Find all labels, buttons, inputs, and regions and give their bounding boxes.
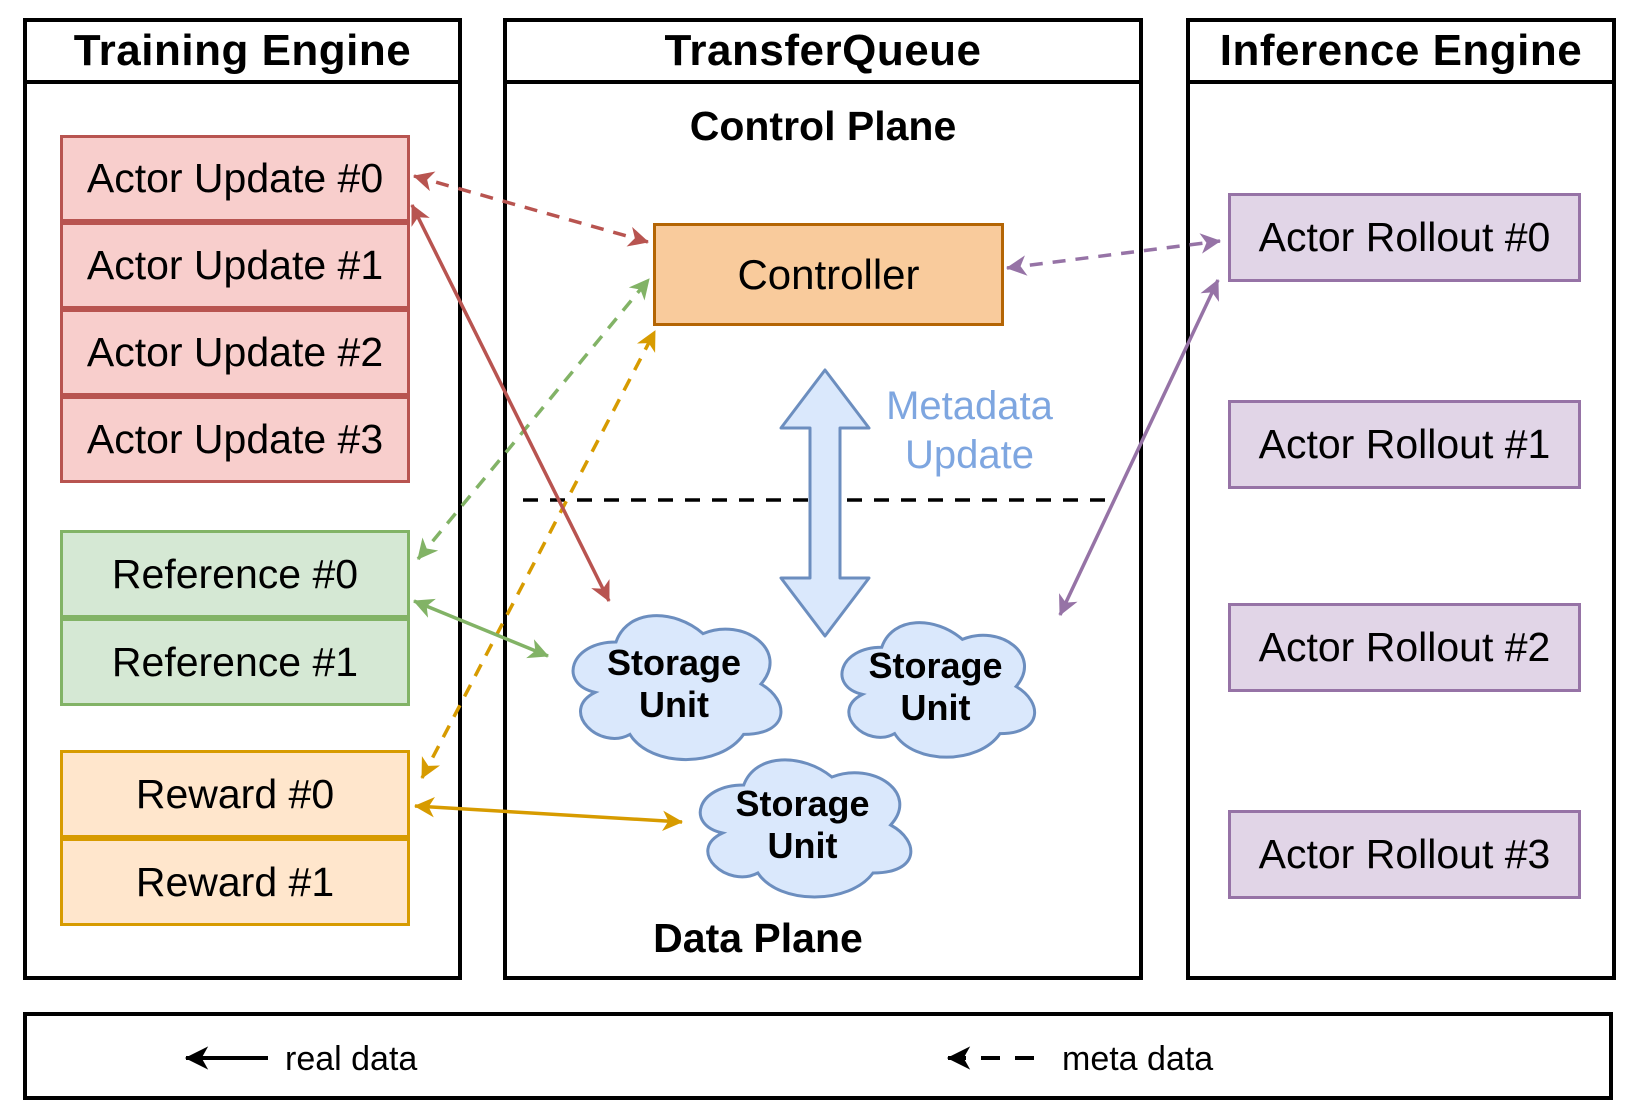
box-reference-1: Reference #1 (60, 618, 410, 706)
box-actor-rollout-2: Actor Rollout #2 (1228, 603, 1581, 692)
storage-unit-cloud-right: Storage Unit (828, 608, 1043, 765)
box-reward-0: Reward #0 (60, 750, 410, 838)
reference-0-label: Reference #0 (111, 550, 359, 597)
storage-unit-bottom-label: Storage Unit (685, 745, 920, 905)
actor-rollout-3-label: Actor Rollout #3 (1258, 831, 1551, 877)
data-plane-label: Data Plane (653, 915, 863, 961)
storage-unit-cloud-bottom: Storage Unit (685, 745, 920, 905)
legend-meta-data-label: meta data (1062, 1040, 1214, 1078)
legend-box (23, 1012, 1613, 1100)
actor-rollout-0-label: Actor Rollout #0 (1258, 214, 1551, 260)
reference-1-label: Reference #1 (111, 638, 359, 685)
cloud-shape-icon (828, 608, 1043, 765)
metadata-update-label-line2: Update (905, 433, 1034, 477)
cloud-shape-icon (685, 745, 920, 905)
training-engine-title: Training Engine (27, 22, 458, 84)
storage-label-line2: Unit (900, 686, 971, 728)
storage-label-line2: Unit (639, 684, 709, 725)
box-reference-0: Reference #0 (60, 530, 410, 618)
controller-label: Controller (737, 250, 920, 298)
storage-label-line1: Storage (868, 644, 1003, 686)
metadata-update-label: Metadata Update (862, 382, 1077, 480)
actor-rollout-2-label: Actor Rollout #2 (1258, 624, 1551, 670)
actor-update-2-label: Actor Update #2 (86, 329, 384, 375)
reward-0-label: Reward #0 (135, 770, 335, 817)
storage-unit-left-label: Storage Unit (558, 600, 790, 768)
control-plane-label: Control Plane (689, 103, 957, 149)
box-controller: Controller (653, 223, 1004, 326)
actor-update-3-label: Actor Update #3 (86, 416, 384, 462)
inference-engine-title: Inference Engine (1190, 22, 1612, 84)
legend-real-data-label: real data (285, 1040, 418, 1078)
storage-label-line2: Unit (767, 825, 838, 866)
transferqueue-title: TransferQueue (507, 22, 1139, 84)
box-actor-rollout-0: Actor Rollout #0 (1228, 193, 1581, 282)
box-reward-1: Reward #1 (60, 838, 410, 926)
box-actor-rollout-3: Actor Rollout #3 (1228, 810, 1581, 899)
box-actor-update-2: Actor Update #2 (60, 309, 410, 396)
reward-1-label: Reward #1 (135, 858, 335, 905)
box-actor-update-1: Actor Update #1 (60, 222, 410, 309)
actor-update-1-label: Actor Update #1 (86, 242, 384, 288)
box-actor-rollout-1: Actor Rollout #1 (1228, 400, 1581, 489)
storage-label-line1: Storage (606, 642, 742, 683)
storage-unit-cloud-left: Storage Unit (558, 600, 790, 768)
box-actor-update-3: Actor Update #3 (60, 396, 410, 483)
storage-unit-right-label: Storage Unit (828, 608, 1043, 765)
metadata-update-label-line1: Metadata (886, 384, 1053, 428)
actor-rollout-1-label: Actor Rollout #1 (1258, 421, 1551, 467)
storage-label-line1: Storage (735, 783, 870, 824)
box-actor-update-0: Actor Update #0 (60, 135, 410, 222)
actor-update-0-label: Actor Update #0 (86, 155, 384, 201)
